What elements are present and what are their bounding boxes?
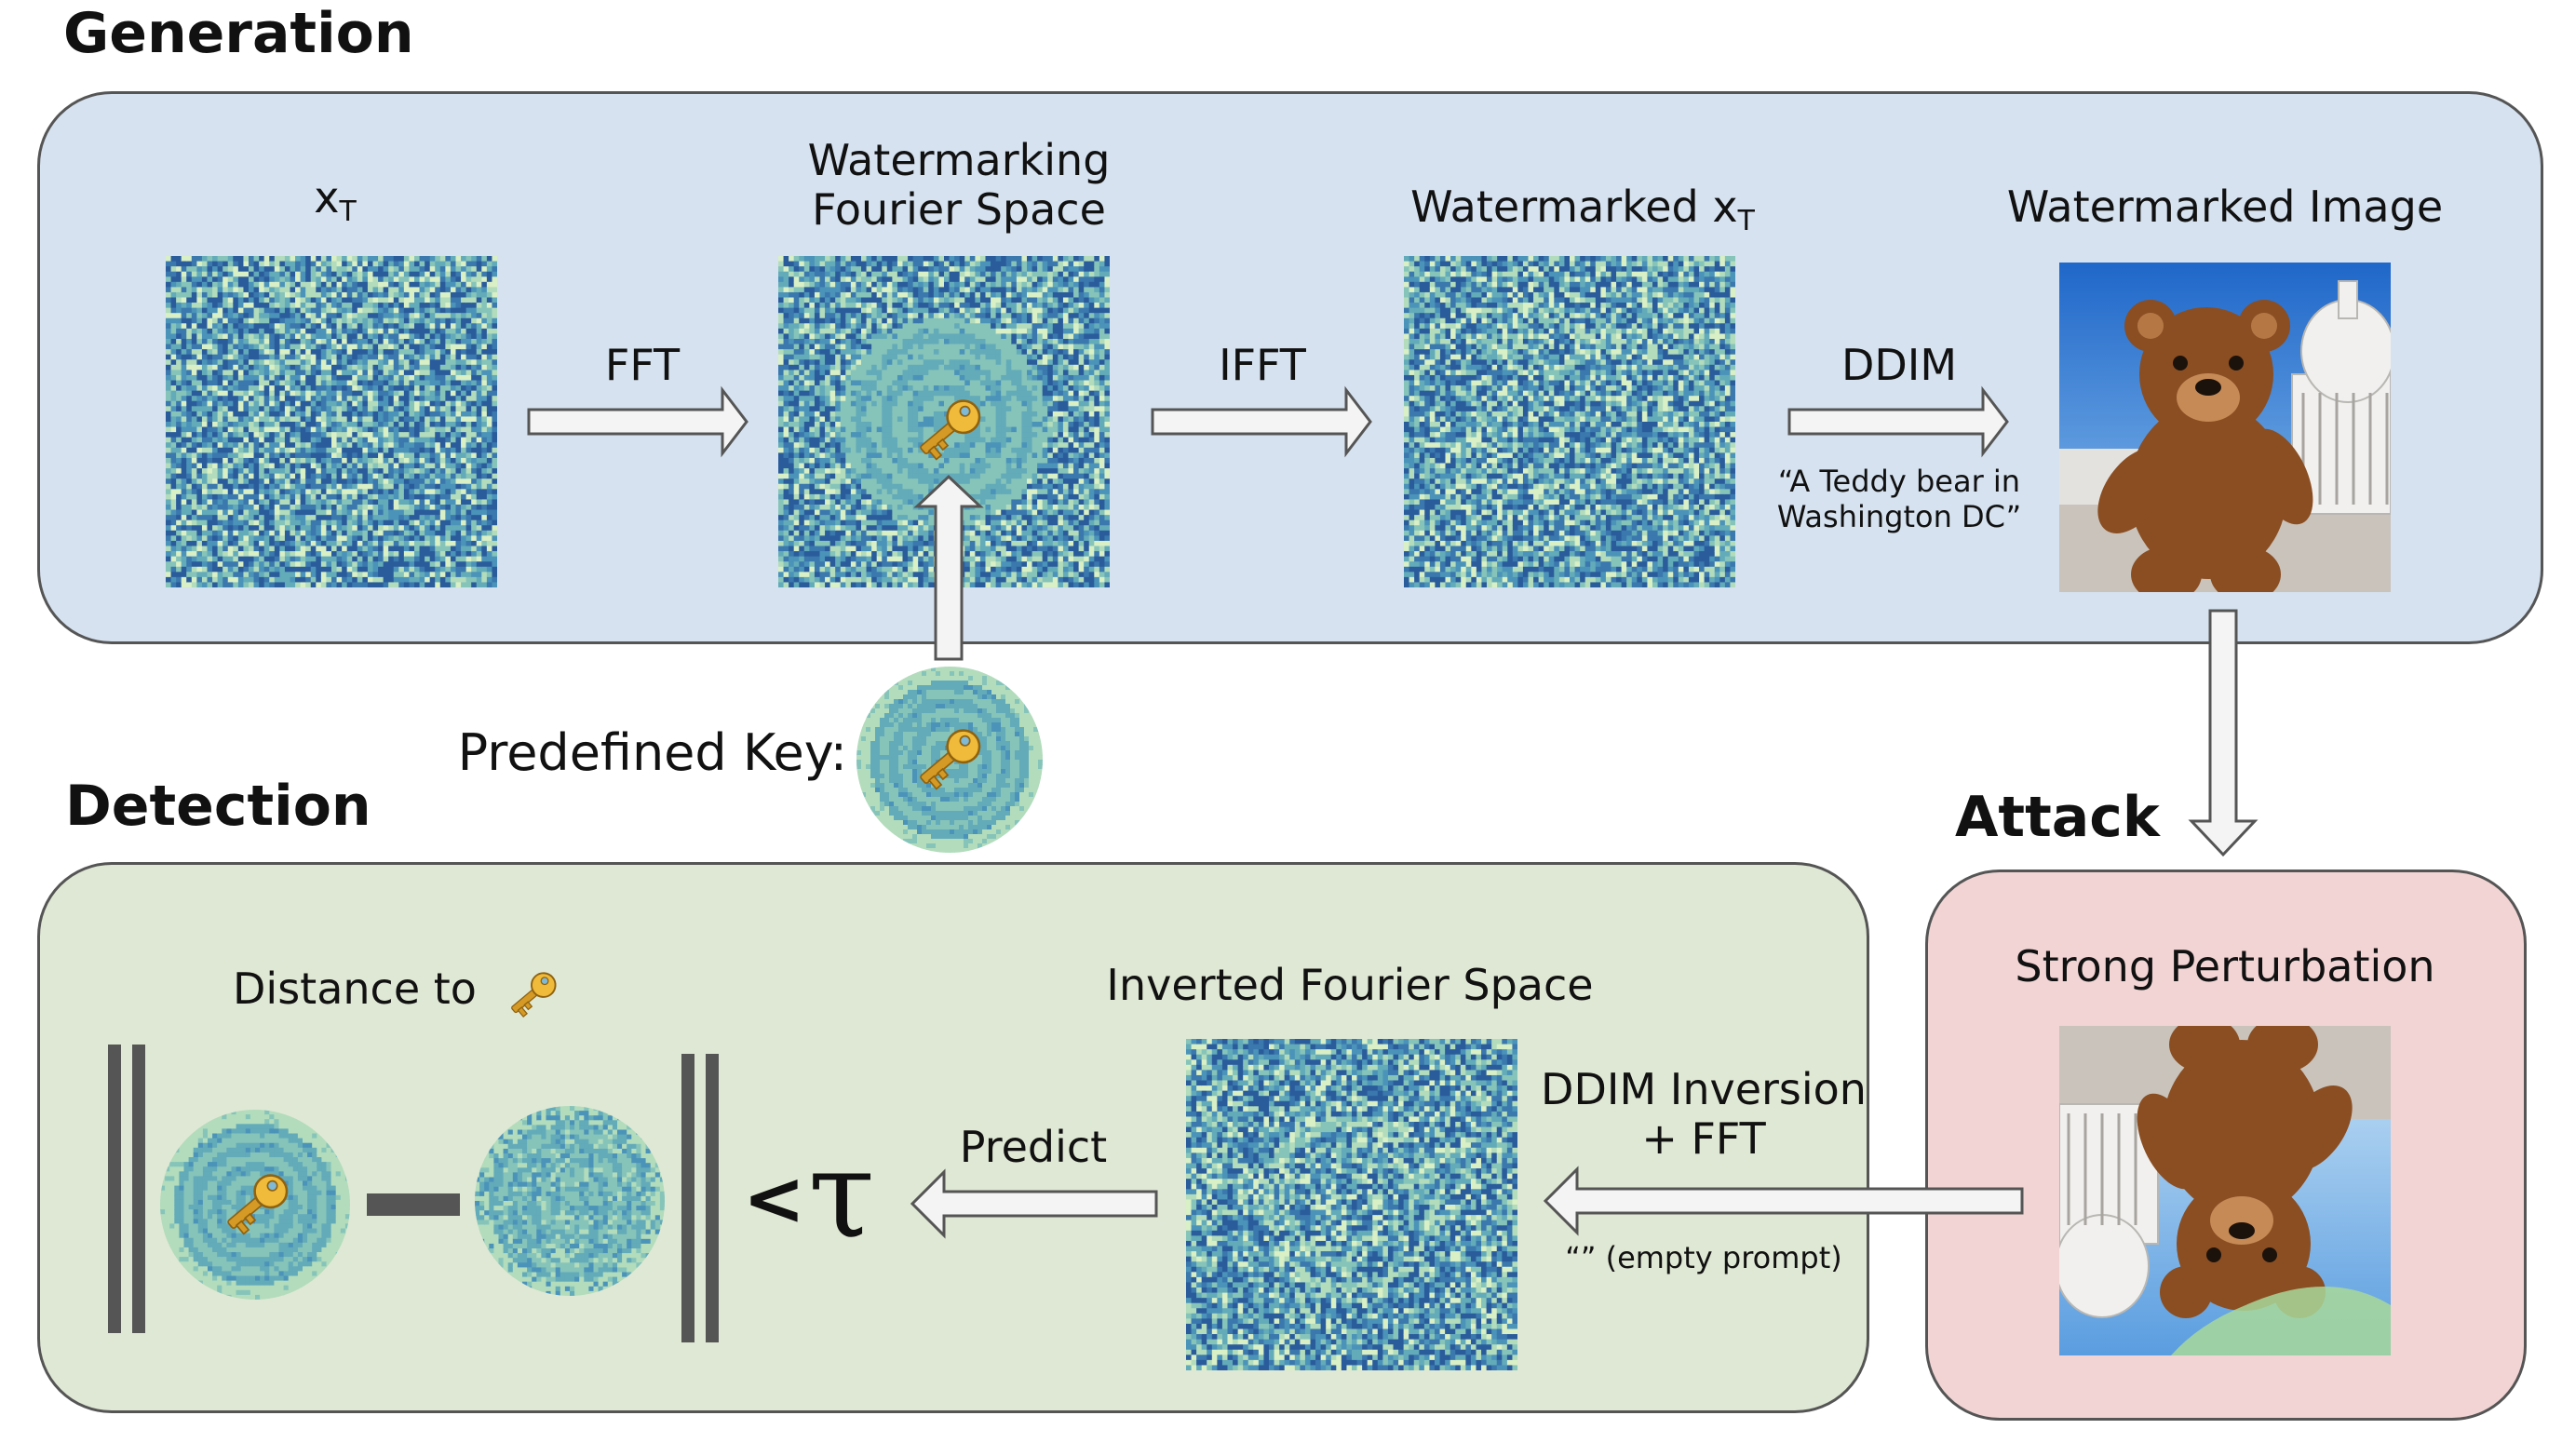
predefined-key-icon: [909, 719, 989, 799]
distance-key-icon: [503, 964, 562, 1024]
key-up-arrow: [913, 474, 984, 661]
xt-label: xT: [233, 173, 438, 228]
inverted-fourier-image: [1186, 1039, 1517, 1370]
watermarked-noise-image: [1404, 256, 1735, 587]
ifft-arrow-shape: [1151, 385, 1372, 458]
generation-heading: Generation: [63, 6, 414, 61]
watermarked-xt-sub: T: [1738, 205, 1755, 237]
distance-label-text: Distance to: [233, 964, 477, 1014]
attack-down-arrow: [2188, 609, 2259, 857]
norm-bar-left-outer: [108, 1045, 121, 1333]
ifft-label: IFFT: [1169, 341, 1355, 390]
ddim-inversion-label: DDIM Inversion + FFT: [1527, 1065, 1881, 1164]
watermarked-xt-text: Watermarked x: [1410, 182, 1737, 232]
reference-key-icon: [216, 1164, 296, 1244]
inverted-fourier-label: Inverted Fourier Space: [1080, 961, 1620, 1010]
text-prompt-line2: Washington DC”: [1750, 499, 2048, 534]
predict-arrow: [910, 1168, 1158, 1239]
noise-pixels: [166, 256, 497, 587]
key-icon: [909, 389, 989, 469]
norm-bar-right-inner: [681, 1054, 694, 1342]
key-glyph: [920, 399, 981, 461]
text-prompt: “A Teddy bear in Washington DC”: [1750, 464, 2048, 535]
detection-heading: Detection: [65, 778, 371, 834]
ring-pixels: [475, 1106, 665, 1296]
key-glyph: [227, 1174, 289, 1235]
predefined-key-label: Predefined Key:: [438, 723, 847, 782]
fft-label: FFT: [549, 341, 735, 390]
norm-bar-left-inner: [132, 1045, 145, 1333]
inversion-arrow: [1543, 1166, 2024, 1236]
ddim-inversion-line2: + FFT: [1527, 1113, 1881, 1164]
inversion-arrow-shape: [1543, 1166, 2024, 1236]
watermarking-fourier-line2: Fourier Space: [735, 184, 1182, 235]
key-up-arrow-shape: [913, 474, 984, 661]
xt-label-text: x: [314, 172, 339, 222]
key-glyph: [511, 972, 557, 1018]
norm-bar-right-outer: [706, 1054, 719, 1342]
strong-perturbation-label: Strong Perturbation: [1983, 942, 2467, 991]
noise-pixels: [1186, 1039, 1517, 1370]
perturbed-teddy-scene: [2059, 1026, 2391, 1355]
teddy-bear-scene: [2059, 263, 2391, 592]
xt-label-sub: T: [339, 195, 356, 228]
ddim-label: DDIM: [1806, 341, 1992, 390]
initial-noise-image: [166, 256, 497, 587]
attack-heading: Attack: [1955, 789, 2160, 845]
ddim-arrow-shape: [1787, 385, 2009, 458]
recovered-pattern: [475, 1106, 665, 1296]
predict-arrow-shape: [910, 1168, 1158, 1239]
ddim-inversion-line1: DDIM Inversion: [1527, 1065, 1881, 1114]
key-glyph: [920, 729, 981, 790]
noise-pixels: [1404, 256, 1735, 587]
ifft-arrow: [1151, 385, 1372, 458]
watermarking-fourier-line1: Watermarking: [735, 136, 1182, 185]
attack-down-arrow-shape: [2188, 609, 2259, 857]
distance-label: Distance to: [233, 964, 605, 1014]
watermarked-image-label: Watermarked Image: [2002, 182, 2448, 232]
empty-prompt-label: “” (empty prompt): [1545, 1240, 1862, 1275]
watermarking-fourier-label: Watermarking Fourier Space: [735, 136, 1182, 235]
watermarked-image: [2059, 263, 2391, 592]
noise-pixels: [778, 256, 1110, 587]
threshold-tau: τ: [808, 1134, 875, 1255]
fft-arrow: [527, 385, 748, 458]
minus-sign: [367, 1193, 460, 1216]
text-prompt-line1: “A Teddy bear in: [1750, 464, 2048, 499]
watermarked-xt-label: Watermarked xT: [1387, 182, 1778, 237]
watermarked-fourier-image: [778, 256, 1110, 587]
perturbed-image: [2059, 1026, 2391, 1355]
detection-panel: [37, 862, 1869, 1413]
threshold-less-than: <: [743, 1162, 805, 1236]
fft-arrow-shape: [527, 385, 748, 458]
predict-label: Predict: [931, 1123, 1136, 1172]
ddim-arrow: [1787, 385, 2009, 458]
